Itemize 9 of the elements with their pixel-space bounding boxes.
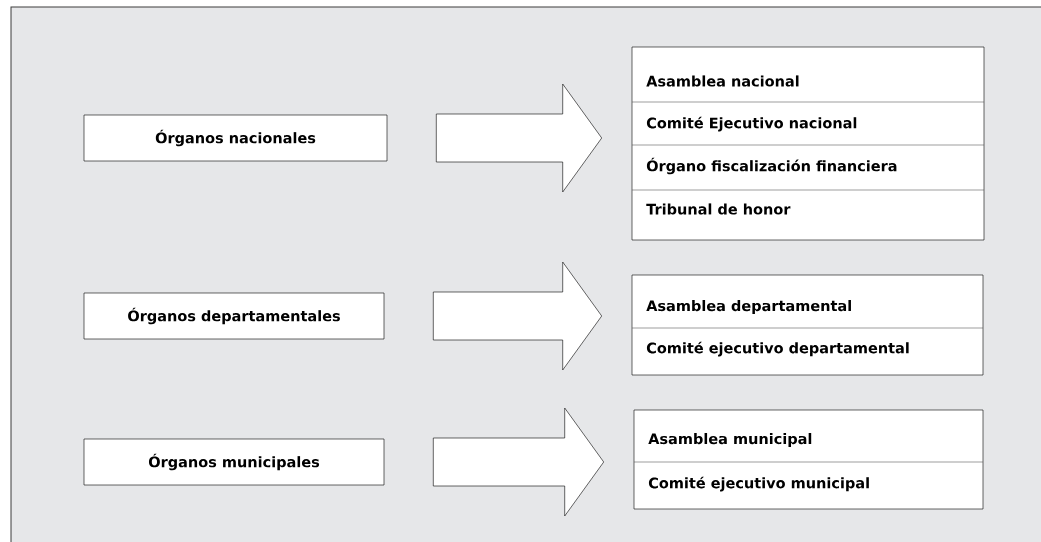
list-box: Asamblea nacional Comité Ejecutivo nacional Órgano fiscalización financiera Tribunal de honor bbox=[631, 46, 985, 241]
list-box: Asamblea departamental Comité ejecutivo departamental bbox=[631, 274, 984, 376]
label-box: Órganos departamentales bbox=[83, 292, 385, 340]
block-arrow bbox=[433, 261, 602, 371]
label-box: Órganos municipales bbox=[83, 438, 385, 486]
block-arrow bbox=[436, 83, 602, 193]
list-box: Asamblea municipal Comité ejecutivo municipal bbox=[633, 409, 984, 510]
label-box: Órganos nacionales bbox=[83, 114, 388, 162]
block-arrow bbox=[433, 407, 604, 517]
